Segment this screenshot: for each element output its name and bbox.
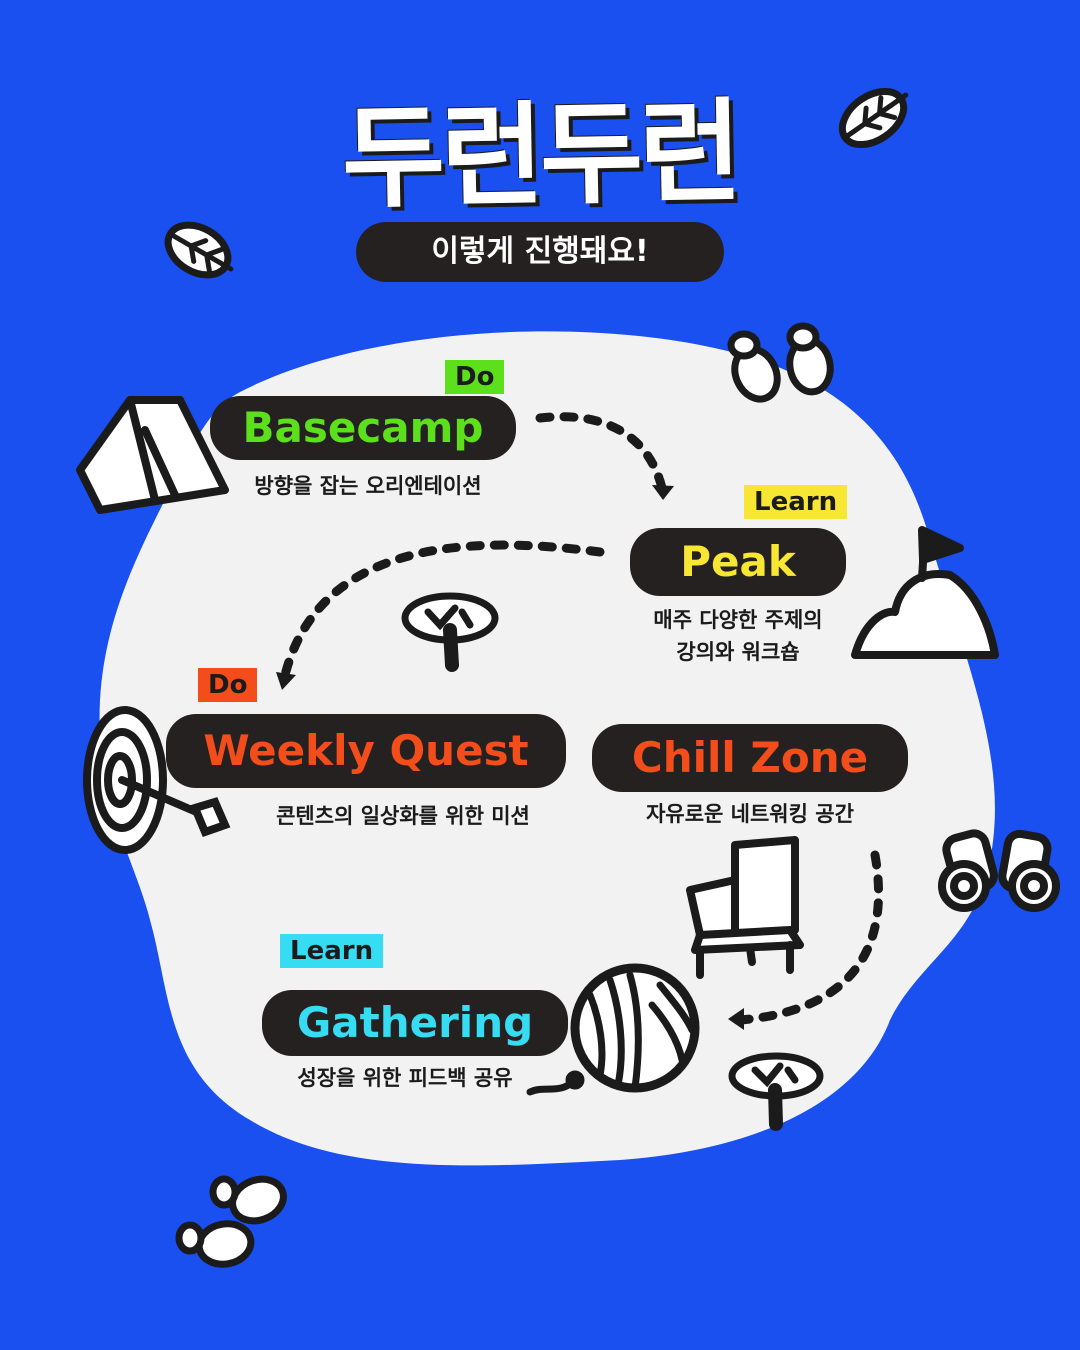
tent-icon	[76, 396, 229, 514]
arrowhead-icon	[276, 672, 296, 690]
step-tag-do: Do	[445, 360, 505, 394]
page-subtitle: 이렇게 진행돼요!	[356, 222, 724, 282]
step-title-basecamp: Basecamp	[210, 396, 516, 460]
step-tag-learn: Learn	[280, 934, 384, 968]
dashed-path-basecamp-peak	[535, 412, 667, 493]
tree-icon	[401, 592, 499, 672]
armchair-icon	[686, 836, 804, 979]
yarn-ball-icon	[526, 963, 700, 1096]
leaf-icon	[838, 87, 909, 149]
dashed-path-chill-gathering	[735, 850, 883, 1025]
step-title-weekly-quest: Weekly Quest	[166, 714, 566, 788]
step-title-chill-zone: Chill Zone	[592, 724, 908, 792]
step-desc-chill-zone: 자유로운 네트워킹 공간	[646, 802, 854, 826]
target-arrow-icon	[83, 706, 231, 854]
tree-icon	[728, 1052, 824, 1131]
step-title-gathering: Gathering	[262, 990, 568, 1056]
step-tag-do: Do	[198, 668, 258, 702]
dashed-path-peak-quest	[280, 540, 605, 680]
step-desc-gathering: 성장을 위한 피드백 공유	[297, 1066, 513, 1090]
mountain-flag-icon	[851, 526, 999, 659]
step-desc-peak-line1: 매주 다양한 주제의	[653, 608, 823, 632]
footprints-icon	[727, 322, 834, 403]
leaf-icon	[164, 221, 234, 279]
footprints-icon	[175, 1175, 287, 1268]
page-title: 두런두런	[340, 87, 740, 225]
step-desc-peak-line2: 강의와 워크숍	[676, 640, 800, 664]
step-tag-learn: Learn	[744, 485, 848, 519]
step-title-peak: Peak	[630, 528, 846, 596]
arrowhead-icon	[728, 1008, 744, 1030]
binoculars-icon	[938, 829, 1060, 912]
step-desc-weekly-quest: 콘텐츠의 일상화를 위한 미션	[276, 804, 530, 828]
step-desc-basecamp: 방향을 잡는 오리엔테이션	[254, 474, 482, 498]
arrowhead-icon	[652, 485, 674, 500]
